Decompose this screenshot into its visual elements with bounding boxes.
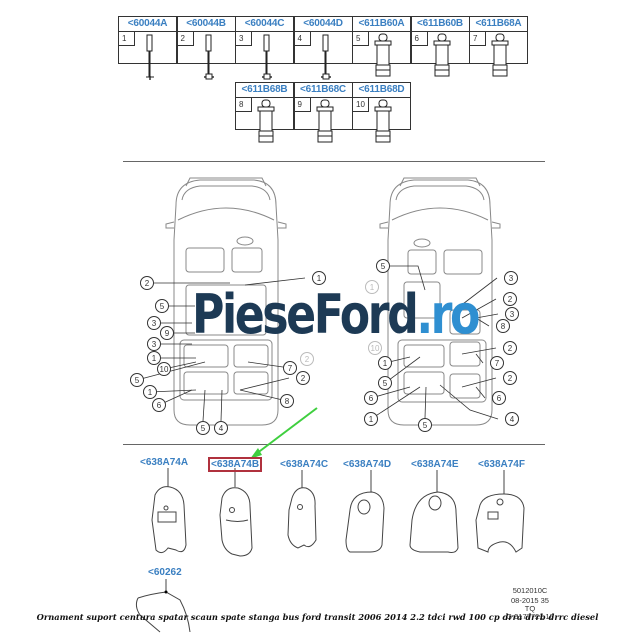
callout-7: 7: [283, 361, 297, 375]
part-code[interactable]: <60044D: [294, 17, 352, 32]
pointer-arrow-icon: [250, 407, 318, 459]
part-number: 7: [470, 31, 486, 46]
callout-1: 1: [365, 280, 379, 294]
part-code[interactable]: <60044A: [119, 17, 176, 32]
callout-2: 2: [503, 371, 517, 385]
part-code[interactable]: <60044C: [236, 17, 293, 32]
divider-bottom: [123, 444, 545, 445]
part-label[interactable]: <60262: [148, 567, 182, 578]
part-label-selected[interactable]: <638A74B: [208, 457, 263, 472]
part-number: 4: [294, 31, 311, 46]
reference-id: G 0177721 10: [506, 612, 554, 621]
part-label[interactable]: <638A74E: [411, 459, 459, 470]
part-code[interactable]: <611B60B: [411, 17, 469, 32]
part-number: 9: [294, 97, 311, 112]
callout-5: 5: [378, 376, 392, 390]
callout-5: 5: [130, 373, 144, 387]
part-label[interactable]: <638A74C: [280, 459, 329, 470]
callout-10: 10: [157, 362, 171, 376]
callout-1: 1: [364, 412, 378, 426]
part-code[interactable]: <60044B: [177, 17, 235, 32]
part-number: 3: [236, 31, 252, 46]
callout-5: 5: [376, 259, 390, 273]
part-code[interactable]: <611B60A: [353, 17, 410, 32]
callout-3: 3: [504, 271, 518, 285]
callout-3: 3: [147, 316, 161, 330]
callout-5: 5: [155, 299, 169, 313]
part-number: 5: [353, 31, 369, 46]
callout-2: 2: [503, 292, 517, 306]
divider-top: [123, 161, 545, 162]
part-label[interactable]: <638A74A: [140, 457, 189, 468]
callout-3: 3: [505, 307, 519, 321]
callout-4: 4: [214, 421, 228, 435]
part-number: 8: [236, 97, 252, 112]
part-number: 1: [119, 31, 135, 46]
page-caption: Ornament suport centura spatar scaun spa…: [36, 612, 599, 622]
callout-8: 8: [280, 394, 294, 408]
part-code[interactable]: <611B68D: [353, 83, 410, 98]
callout-4: 4: [505, 412, 519, 426]
watermark-logo: PieseFord.ro: [192, 283, 480, 346]
reference-code: 5012010C: [512, 586, 548, 595]
callout-1: 1: [143, 385, 157, 399]
callout-9: 9: [160, 326, 174, 340]
callout-10: 10: [368, 341, 382, 355]
part-code[interactable]: <611B68A: [470, 17, 527, 32]
part-label[interactable]: <638A74D: [343, 459, 392, 470]
watermark-brand: PieseFord: [192, 283, 419, 346]
callout-7: 7: [490, 356, 504, 370]
callout-3: 3: [147, 337, 161, 351]
callout-6: 6: [492, 391, 506, 405]
callout-2: 2: [503, 341, 517, 355]
callout-5: 5: [196, 421, 210, 435]
callout-1: 1: [378, 356, 392, 370]
reference-date: 08-2015 35: [511, 596, 549, 605]
part-code[interactable]: <611B68B: [236, 83, 293, 98]
callout-6: 6: [152, 398, 166, 412]
callout-2: 2: [300, 352, 314, 366]
part-number: 6: [411, 31, 428, 46]
callout-6: 6: [364, 391, 378, 405]
callout-8: 8: [496, 319, 510, 333]
callout-2: 2: [296, 371, 310, 385]
callout-2: 2: [140, 276, 154, 290]
part-number: 10: [353, 97, 369, 112]
part-number: 2: [177, 31, 194, 46]
part-label[interactable]: <638A74F: [478, 459, 525, 470]
reference-tag: TQ: [524, 604, 536, 613]
watermark-tld: .ro: [416, 283, 480, 346]
callout-1: 1: [312, 271, 326, 285]
part-code[interactable]: <611B68C: [294, 83, 352, 98]
callout-1: 1: [147, 351, 161, 365]
callout-5: 5: [418, 418, 432, 432]
reference-block: 5012010C 08-2015 35 TQ G 0177721 10: [500, 586, 560, 622]
